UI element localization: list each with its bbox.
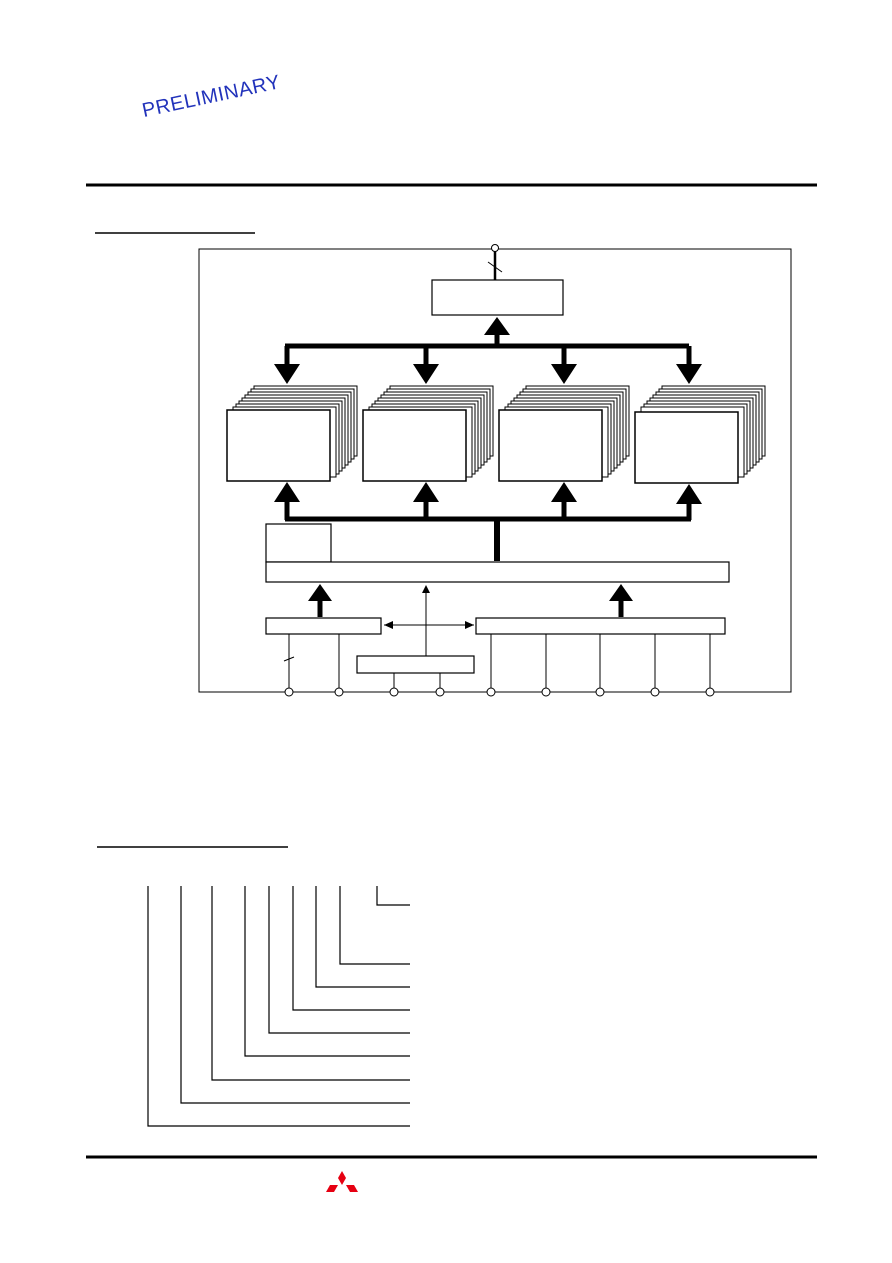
arrow-up-from-control-logic xyxy=(609,584,633,601)
designation-branch-8 xyxy=(339,886,410,965)
memory-bank-3 xyxy=(634,385,766,484)
designation-branch-7 xyxy=(315,886,410,988)
block-diagram xyxy=(198,244,792,697)
address-bus-slash xyxy=(283,656,295,662)
memory-bank-1 xyxy=(362,385,494,482)
arrows-down-to-banks xyxy=(274,346,702,384)
bus-width-slash xyxy=(487,261,503,273)
arrow-up-to-io-buffer xyxy=(484,317,510,335)
memory-bank-0 xyxy=(226,385,358,482)
mode-register-block xyxy=(265,523,332,563)
io-buffer-block xyxy=(431,279,564,316)
arrow-up-from-address-buffer xyxy=(308,584,332,601)
arrows-up-to-banks xyxy=(274,482,702,520)
top-pin xyxy=(491,244,499,252)
three-diamonds-logo-icon xyxy=(326,1171,358,1192)
address-decoder-block xyxy=(265,561,730,583)
designation-branch-9 xyxy=(376,886,410,906)
address-buffer-block xyxy=(265,617,382,635)
designation-branch-5 xyxy=(268,886,410,1034)
type-designation-tree xyxy=(147,886,410,1127)
designation-branch-1 xyxy=(147,886,410,1127)
memory-bank-2 xyxy=(498,385,630,482)
control-logic-block xyxy=(475,617,726,635)
designation-branch-2 xyxy=(180,886,410,1104)
designation-branch-3 xyxy=(211,886,410,1081)
pin-wires xyxy=(288,634,711,689)
designation-branch-4 xyxy=(244,886,410,1057)
clock-generator-block xyxy=(356,655,475,674)
bottom-pins xyxy=(284,687,715,697)
designation-branch-6 xyxy=(292,886,410,1011)
